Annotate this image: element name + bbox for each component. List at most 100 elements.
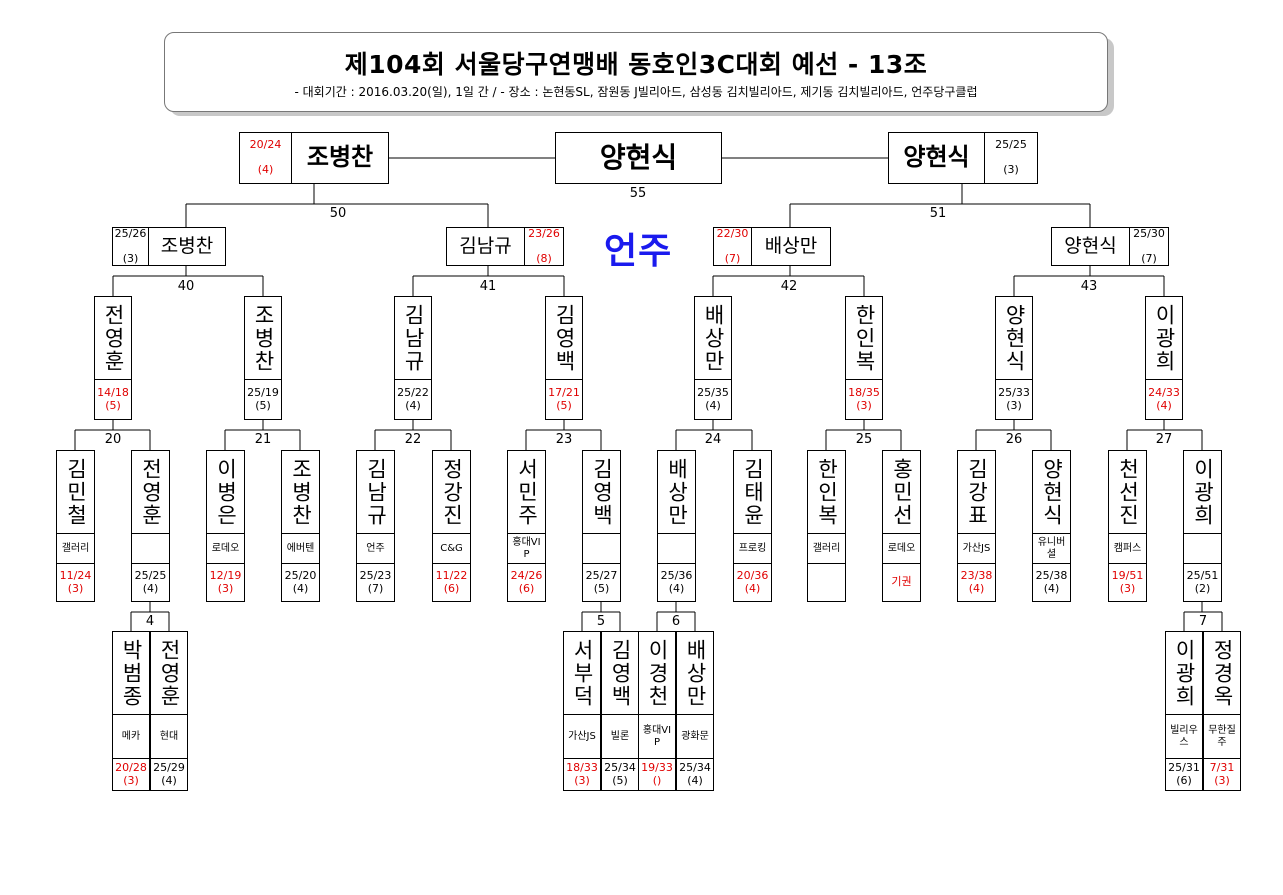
- innings-value: (8): [536, 251, 552, 265]
- score-value: 25/29: [153, 760, 185, 774]
- player-box: 이광희 24/33(4): [1145, 296, 1183, 420]
- score-value: 20/24: [249, 138, 282, 152]
- innings-value: (7): [724, 251, 741, 265]
- club-name: 로데오: [207, 533, 244, 563]
- innings-value: (6): [443, 581, 460, 595]
- innings-value: (5): [593, 581, 610, 595]
- player-name: 서부덕: [570, 638, 595, 708]
- match-number: 7: [1198, 614, 1208, 629]
- score-value: 11/22: [435, 568, 468, 582]
- score-cell: 25/27(5): [583, 563, 620, 601]
- innings-value: (4): [744, 581, 761, 595]
- match-number: 5: [596, 614, 606, 629]
- player-name: 배상만: [701, 303, 726, 373]
- score-cell: 25/35(4): [695, 379, 731, 419]
- score-cell: 18/33(3): [564, 758, 600, 790]
- club-name: 캠퍼스: [1109, 533, 1146, 563]
- match-number: 50: [329, 206, 347, 221]
- score-value: 25/38: [1035, 568, 1068, 582]
- player-name: 이병은: [214, 457, 239, 527]
- player-name: 조병찬: [160, 234, 214, 257]
- score-cell: 25/23(7): [357, 563, 394, 601]
- club-name: 에버텐: [282, 533, 319, 563]
- innings-value: (): [652, 773, 662, 787]
- player-name: 천선진: [1116, 457, 1141, 527]
- match-number: 40: [177, 279, 195, 294]
- header-box: 제104회 서울당구연맹배 동호인3C대회 예선 - 13조 - 대회기간 : …: [164, 32, 1108, 112]
- club-name: 메카: [113, 714, 149, 758]
- player-name: 김남규: [364, 457, 389, 527]
- score-cell: 17/21(5): [546, 379, 582, 419]
- club-name: C&G: [433, 533, 470, 563]
- club-name: [132, 533, 169, 563]
- innings-value: (5): [556, 398, 572, 412]
- score-cell: 23/38(4): [958, 563, 995, 601]
- match-number: 43: [1080, 279, 1098, 294]
- match-number: 23: [555, 432, 573, 447]
- score-cell: 24/26(6): [508, 563, 545, 601]
- club-name: 가산JS: [564, 714, 600, 758]
- club-name: 언주: [357, 533, 394, 563]
- score-cell: 기권: [883, 563, 920, 601]
- club-name: [583, 533, 620, 563]
- player-name: 김남규: [401, 303, 426, 373]
- club-name: 프로킹: [734, 533, 771, 563]
- innings-value: (4): [1043, 581, 1060, 595]
- player-name: 김민철: [64, 457, 89, 527]
- score-value: 25/27: [585, 568, 618, 582]
- score-cell: 25/51(2): [1184, 563, 1221, 601]
- player-name: 전영훈: [101, 303, 126, 373]
- score-cell: 19/51(3): [1109, 563, 1146, 601]
- score-cell: 19/33(): [639, 758, 675, 790]
- club-name: 무한질주: [1204, 714, 1240, 758]
- match-number: 22: [404, 432, 422, 447]
- player-name: 조병찬: [306, 143, 374, 172]
- innings-value: (3): [123, 773, 139, 787]
- score-value: 25/23: [359, 568, 392, 582]
- score-value: 14/18: [97, 385, 129, 399]
- score-value: 25/34: [604, 760, 636, 774]
- match-number: 6: [671, 614, 681, 629]
- venue-label: 언주: [604, 231, 673, 272]
- player-name: 양현식: [889, 133, 985, 183]
- player-name: 양현식: [1052, 228, 1130, 265]
- player-name: 정경옥: [1210, 638, 1235, 708]
- innings-value: (3): [67, 581, 84, 595]
- match-number: 55: [629, 186, 647, 201]
- player-name: 전영훈: [157, 638, 182, 708]
- innings-value: (5): [612, 773, 628, 787]
- score-cell: 20/24(4): [240, 133, 292, 183]
- score-value: 7/31: [1209, 760, 1235, 774]
- player-name: 조병찬: [251, 303, 276, 373]
- score-value: 25/30: [1133, 226, 1165, 240]
- score-value: 25/51: [1186, 568, 1219, 582]
- player-box: 25/26(3)조병찬: [112, 227, 226, 266]
- match-number: 42: [780, 279, 798, 294]
- score-cell: 11/22(6): [433, 563, 470, 601]
- innings-value: (2): [1194, 581, 1211, 595]
- score-value: 25/26: [114, 226, 147, 240]
- match-number: 20: [104, 432, 122, 447]
- score-value: 25/34: [679, 760, 711, 774]
- score-cell: 11/24(3): [57, 563, 94, 601]
- score-cell: 24/33(4): [1146, 379, 1182, 419]
- score-value: 23/26: [528, 226, 560, 240]
- club-name: 가산JS: [958, 533, 995, 563]
- player-name: 이광희: [1152, 303, 1177, 373]
- innings-value: (3): [1003, 163, 1019, 177]
- score-value: 18/35: [848, 385, 880, 399]
- match-number: 27: [1155, 432, 1173, 447]
- score-cell: 25/29(4): [151, 758, 187, 790]
